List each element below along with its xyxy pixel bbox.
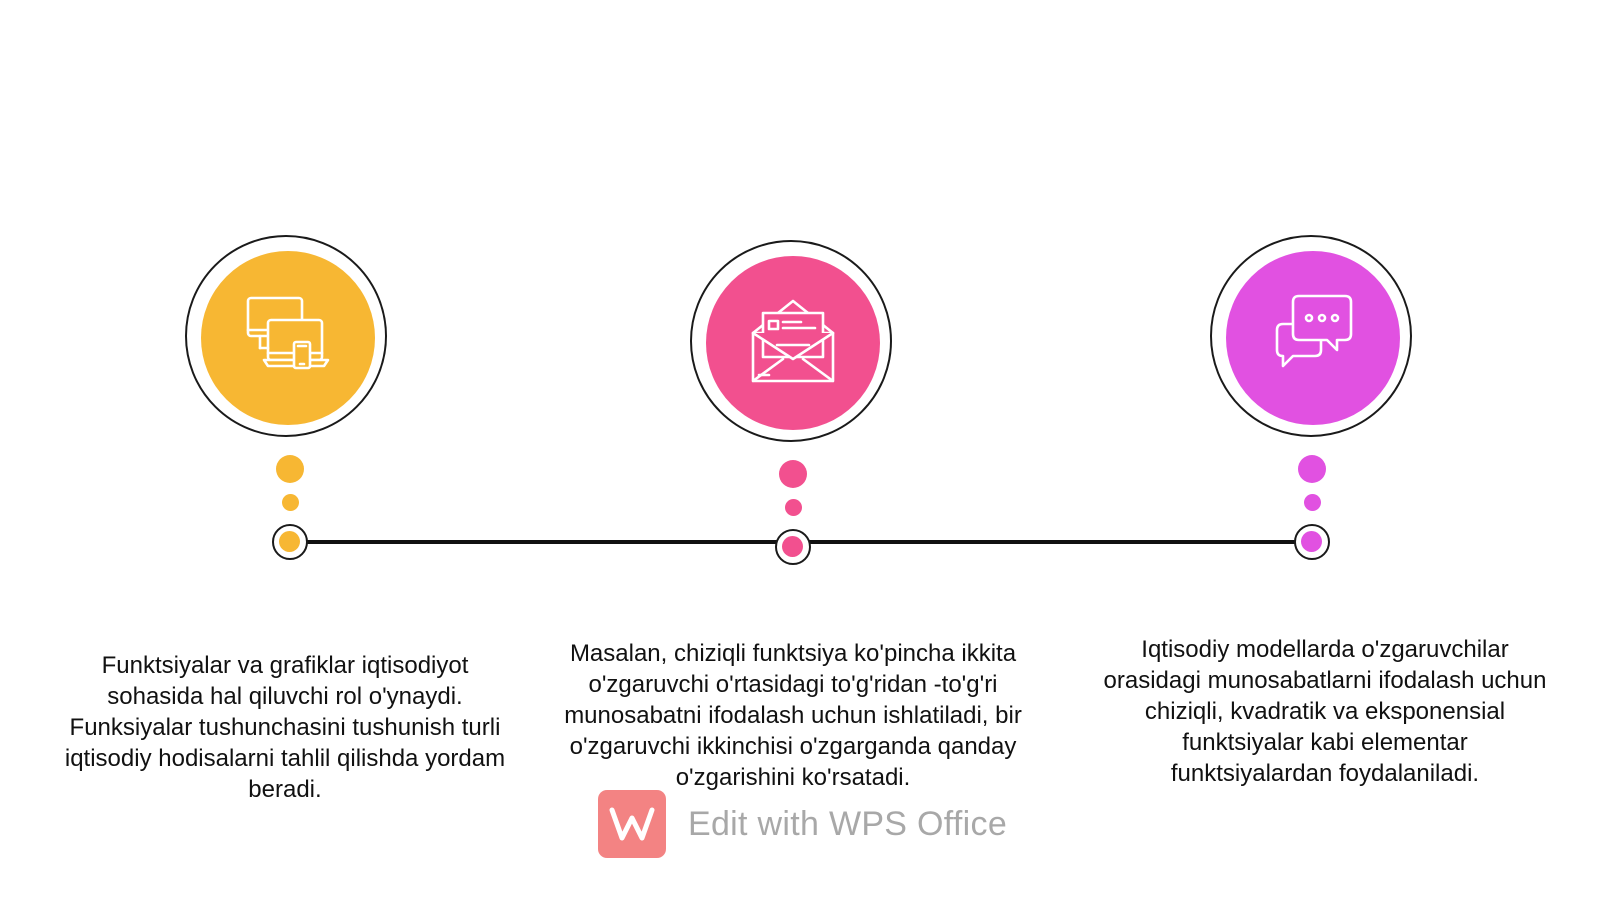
step-3-dot-small	[1304, 494, 1321, 511]
wps-office-logo-icon	[598, 790, 666, 858]
step-1-ring	[185, 235, 387, 437]
step-2-node-inner	[782, 536, 803, 557]
step-3-description: Iqtisodiy modellarda o'zgaruvchilar oras…	[1103, 636, 1547, 787]
devices-icon	[246, 296, 330, 370]
step-1-node	[272, 524, 308, 560]
step-2-node	[775, 529, 811, 565]
step-1-disc	[201, 251, 375, 425]
step-2-disc	[706, 256, 880, 430]
step-2-description: Masalan, chiziqli funktsiya ko'pincha ik…	[564, 640, 1022, 791]
step-1-dot-large	[276, 455, 304, 483]
wps-watermark: Edit with WPS Office	[598, 790, 1007, 858]
envelope-letter-icon	[751, 299, 835, 383]
chat-bubbles-icon	[1275, 294, 1353, 368]
step-3-dot-large	[1298, 455, 1326, 483]
step-2-dot-large	[779, 460, 807, 488]
watermark-text: Edit with WPS Office	[688, 804, 1008, 843]
step-3-node-inner	[1301, 531, 1322, 552]
step-3-ring	[1210, 235, 1412, 437]
step-3-node	[1294, 524, 1330, 560]
step-2-dot-small	[785, 499, 802, 516]
step-1-node-inner	[279, 531, 300, 552]
step-1-dot-small	[282, 494, 299, 511]
step-1-description: Funktsiyalar va grafiklar iqtisodiyot so…	[64, 652, 506, 803]
step-2-ring	[690, 240, 892, 442]
step-3-disc	[1226, 251, 1400, 425]
